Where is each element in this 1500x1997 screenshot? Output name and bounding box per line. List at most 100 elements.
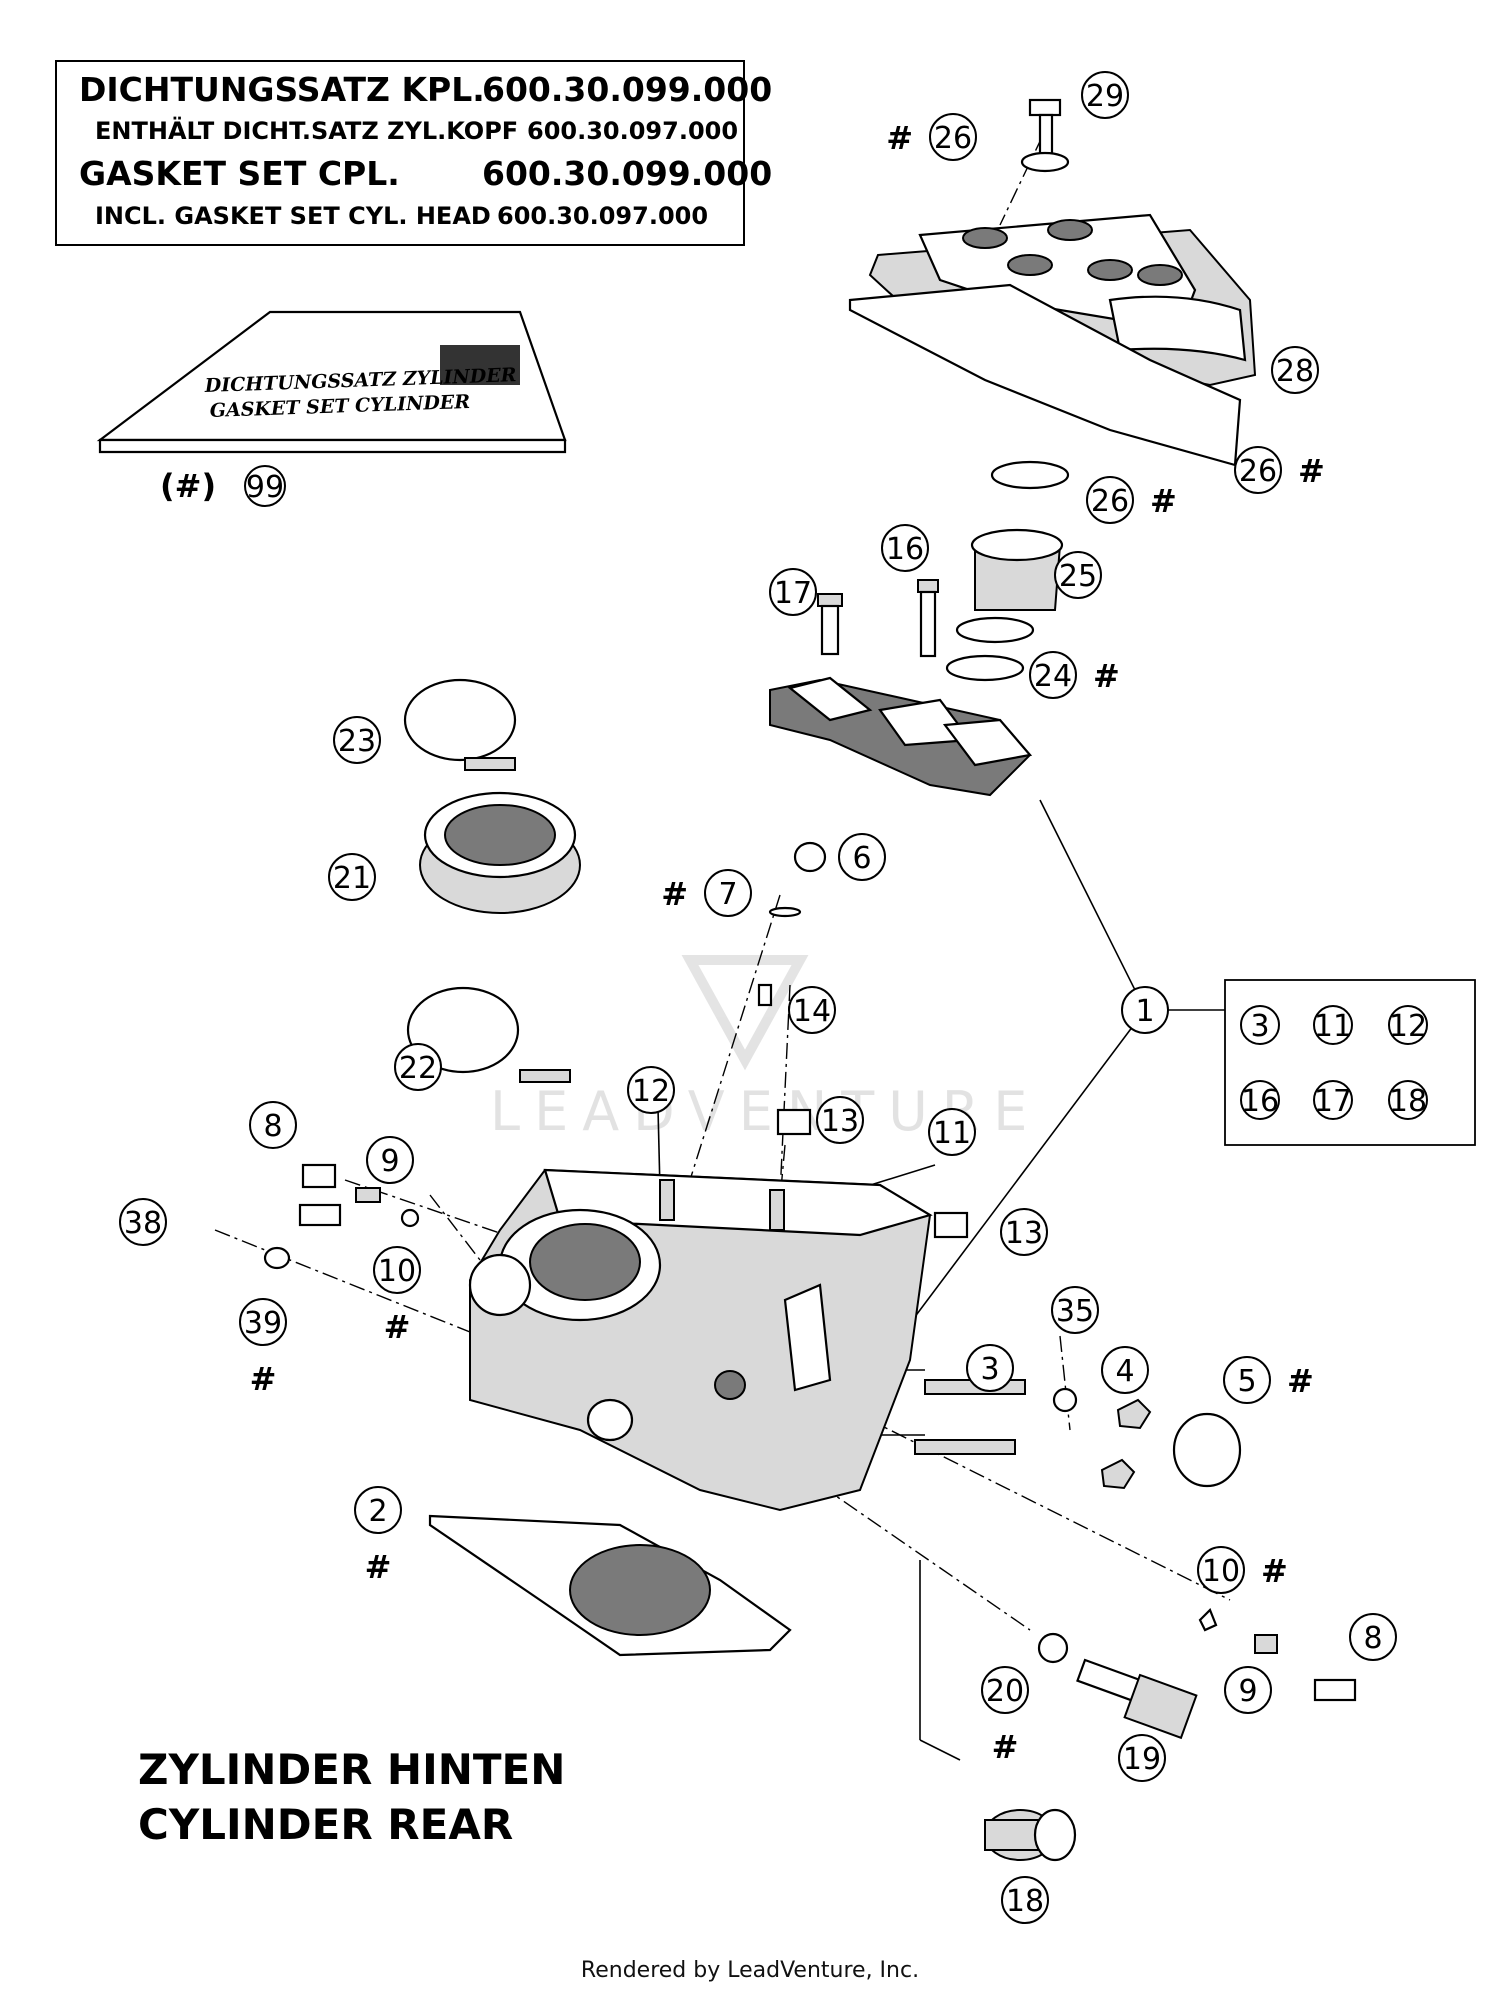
screw-8a (301, 1163, 337, 1189)
callout-c13b-circle (1000, 1208, 1048, 1256)
stud-3b (914, 1439, 1016, 1455)
callout-c10a-label: 10 (378, 1254, 416, 1289)
callout-c4-circle (1101, 1346, 1149, 1394)
callout-c5-circle (1223, 1356, 1271, 1404)
cam-bridge (769, 676, 1033, 797)
bolt-17-head (817, 593, 843, 607)
callout-c9b-circle (1224, 1666, 1272, 1714)
bolt-16 (919, 590, 937, 658)
callout-c20-circle (981, 1666, 1029, 1714)
callout-c10a-circle (373, 1246, 421, 1294)
sleeve-group (945, 460, 1070, 682)
callout-c4-label: 4 (1115, 1354, 1134, 1389)
callout-c18-circle (1001, 1876, 1049, 1924)
info-line-4-label: INCL. GASKET SET CYL. HEAD (95, 202, 491, 230)
callout-c11-label: 11 (933, 1116, 971, 1151)
callout-c16-circle (881, 524, 929, 572)
callout-c2-circle (354, 1486, 402, 1534)
callout-c5-label: 5 (1237, 1364, 1256, 1399)
kit-contents-box (1224, 979, 1476, 1146)
callout-c35-label: 35 (1056, 1294, 1094, 1329)
clamp-23-screw (464, 757, 516, 771)
callout-c35-circle (1051, 1286, 1099, 1334)
washer-10a (400, 1208, 420, 1228)
callout-c26b-hash: # (1298, 452, 1325, 490)
cylinder-head (468, 1168, 933, 1512)
callout-c22-circle (394, 1043, 442, 1091)
callout-c26b-label: 26 (1239, 454, 1277, 489)
gasket-set-package: DICHTUNGSSATZ ZYLINDER GASKET SET CYLIND… (96, 310, 567, 454)
callout-c3-circle (966, 1344, 1014, 1392)
pin-14 (757, 983, 773, 1007)
callout-c9a-label: 9 (380, 1144, 399, 1179)
callout-c38-label: 38 (124, 1206, 162, 1241)
callout-c24-circle (1029, 651, 1077, 699)
callout-c13a-circle (816, 1096, 864, 1144)
kit-part-3: 3 (1250, 1009, 1269, 1044)
callout-c6-label: 6 (852, 841, 871, 876)
callout-c25-circle (1054, 551, 1102, 599)
intake-boot-21 (419, 791, 581, 914)
brand-logo (440, 345, 520, 385)
callout-c26c-label: 26 (1091, 484, 1129, 519)
valve-cover (868, 98, 1257, 387)
washer-7 (768, 906, 802, 918)
callout-c26c-circle (1086, 476, 1134, 524)
kit-part-17: 17 (1314, 1084, 1352, 1119)
o-ring-5 (1172, 1412, 1242, 1488)
footer-credit: Rendered by LeadVenture, Inc. (580, 1958, 920, 1983)
screw-8b (1313, 1678, 1357, 1702)
callout-c19-circle (1118, 1734, 1166, 1782)
title-german: ZYLINDER HINTEN (138, 1745, 566, 1794)
callout-c39-circle (239, 1298, 287, 1346)
kit-part-11: 11 (1314, 1009, 1352, 1044)
callout-99-label: 99 (246, 470, 284, 505)
washer-10b (1198, 1608, 1218, 1632)
callout-c10b-hash: # (1261, 1552, 1288, 1590)
callout-c24-hash: # (1093, 657, 1120, 695)
clamp-22-screw (519, 1069, 571, 1083)
callout-c6-circle (838, 833, 886, 881)
callout-c26a-circle (929, 113, 977, 161)
info-line-2-number: 600.30.097.000 (527, 117, 739, 145)
nut-4a (1116, 1398, 1152, 1430)
callout-c26b-circle (1234, 446, 1282, 494)
callout-c2-hash: # (365, 1548, 392, 1586)
callout-c26a-label: 26 (934, 121, 972, 156)
info-line-3-label: GASKET SET CPL. (79, 154, 400, 193)
callout-c39-label: 39 (244, 1306, 282, 1341)
callout-c26a-hash: # (886, 119, 913, 157)
callout-c1-label: 1 (1135, 994, 1154, 1029)
gasket-set-marker: (#) (160, 467, 216, 505)
bolt-38 (298, 1203, 342, 1227)
kit-part-16: 16 (1241, 1084, 1279, 1119)
callout-c12-circle (627, 1066, 675, 1114)
nut-4b (1100, 1458, 1136, 1490)
callout-c7-label: 7 (718, 877, 737, 912)
callout-c8a-label: 8 (263, 1109, 282, 1144)
callout-c10b-circle (1197, 1546, 1245, 1594)
callout-c21-circle (328, 853, 376, 901)
callout-c8a-circle (249, 1101, 297, 1149)
callout-c39-hash: # (250, 1360, 277, 1398)
plug-18 (984, 1808, 1077, 1862)
info-line-3-number: 600.30.099.000 (482, 154, 773, 193)
callout-c19-label: 19 (1123, 1742, 1161, 1777)
callout-c7-circle (704, 869, 752, 917)
head-gasket (428, 1514, 792, 1657)
callout-c13b-label: 13 (1005, 1216, 1043, 1251)
callout-c10b-label: 10 (1202, 1554, 1240, 1589)
info-line-1-label: DICHTUNGSSATZ KPL. (79, 70, 485, 109)
washer-39 (263, 1246, 291, 1270)
callout-c8b-circle (1349, 1613, 1397, 1661)
callout-c26c-hash: # (1150, 482, 1177, 520)
callout-c18-label: 18 (1006, 1884, 1044, 1919)
callout-c12-label: 12 (632, 1074, 670, 1109)
callout-c28-circle (1271, 346, 1319, 394)
cap-6 (793, 841, 827, 873)
callout-c14-circle (788, 986, 836, 1034)
info-line-2-label: ENTHÄLT DICHT.SATZ ZYL.KOPF (95, 117, 519, 145)
washer-26 (1020, 151, 1070, 173)
callout-c2-label: 2 (368, 1494, 387, 1529)
